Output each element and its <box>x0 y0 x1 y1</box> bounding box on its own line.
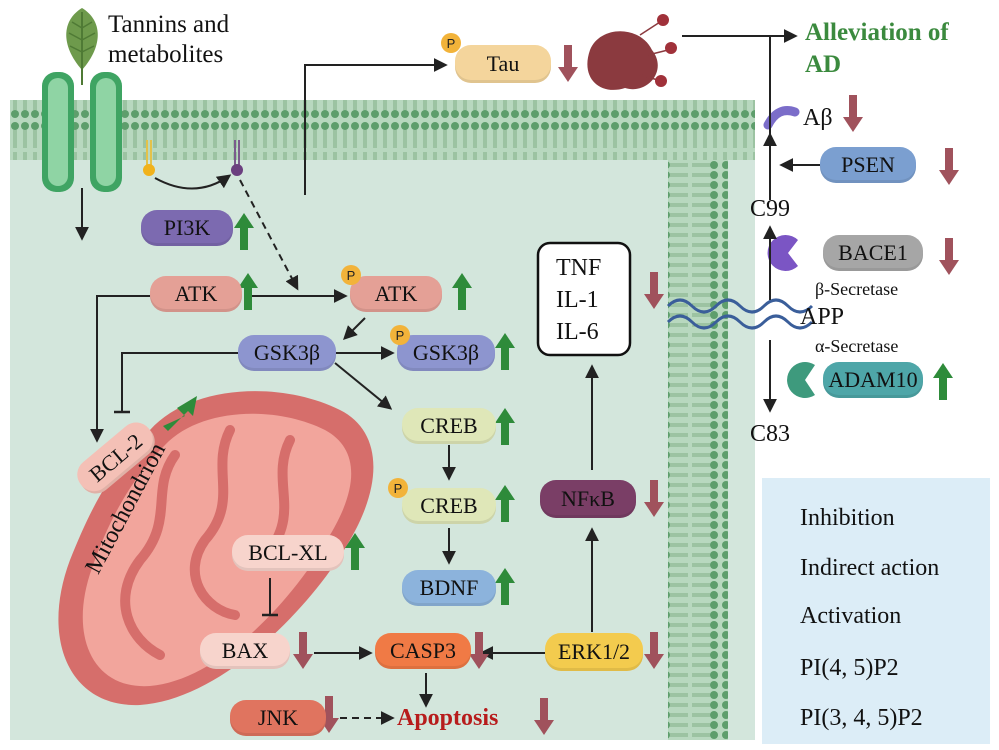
phospho-badge: P <box>341 265 361 285</box>
alleviation-label-line1: Alleviation of <box>805 19 949 46</box>
upregulation-arrows <box>163 213 953 605</box>
alpha-secretase-label: α-Secretase <box>815 336 899 356</box>
bclxl-node: BCL-XL <box>232 535 344 571</box>
bax-node: BAX <box>200 633 290 669</box>
app-label: APP <box>800 304 845 330</box>
beta-secretase-label: β-Secretase <box>815 279 899 299</box>
phospho-badge: P <box>441 33 461 53</box>
creb-node: CREB <box>402 408 496 444</box>
adam10-enzyme-icon <box>787 362 815 398</box>
membrane-channel-icon <box>42 72 122 192</box>
downregulation-arrows <box>293 45 959 735</box>
c83-label: C83 <box>750 421 791 447</box>
amyloid-beta-icon <box>763 106 800 130</box>
gsk3b-node: GSK3β <box>238 335 336 371</box>
leaf-icon <box>66 8 98 85</box>
psen-node: PSEN <box>820 147 916 183</box>
pip3-lipid-icon <box>231 140 243 176</box>
cytokine-il1: IL-1 <box>556 287 599 313</box>
phospho-badge: P <box>390 325 410 345</box>
phospho-badge: P <box>388 478 408 498</box>
tannins-label-line2: metabolites <box>108 41 224 68</box>
alleviation-label-line2: AD <box>805 51 842 78</box>
legend-inhibition: Inhibition <box>800 505 895 531</box>
atk-phospho-node: ATK <box>350 276 442 312</box>
pip2-lipid-icon <box>143 140 155 176</box>
legend-indirect-action: Indirect action <box>800 555 940 581</box>
bace1-enzyme-icon <box>767 235 798 271</box>
bace1-node: BACE1 <box>823 235 923 271</box>
mitochondrion-icon <box>58 391 374 706</box>
legend-activation: Activation <box>800 603 902 629</box>
apoptosis-label: Apoptosis <box>397 705 499 731</box>
legend-pip2: PI(4, 5)P2 <box>800 655 899 681</box>
phospho-tau-aggregate-icon <box>587 14 677 90</box>
legend-pip3: PI(3, 4, 5)P2 <box>800 705 923 731</box>
pi3k-node: PI3K <box>141 210 233 246</box>
cytokine-box <box>536 241 632 357</box>
cytokine-tnf: TNF <box>556 255 602 281</box>
casp3-node: CASP3 <box>375 633 471 669</box>
cytokine-il6: IL-6 <box>556 319 599 345</box>
abeta-label: Aβ <box>803 105 833 131</box>
gsk3b-phospho-node: GSK3β <box>397 335 495 371</box>
atk-node: ATK <box>150 276 242 312</box>
tannins-label-line1: Tannins and <box>108 11 230 38</box>
legend-panel <box>762 478 990 744</box>
bdnf-node: BDNF <box>402 570 496 606</box>
tau-node: Tau <box>455 45 551 83</box>
adam10-node: ADAM10 <box>823 362 923 398</box>
nfkb-node: NFκB <box>540 480 636 518</box>
jnk-node: JNK <box>230 700 326 736</box>
c99-label: C99 <box>750 196 791 222</box>
erk-node: ERK1/2 <box>545 633 643 671</box>
creb-phospho-node: CREB <box>402 488 496 524</box>
app-protein-icon <box>666 298 814 314</box>
